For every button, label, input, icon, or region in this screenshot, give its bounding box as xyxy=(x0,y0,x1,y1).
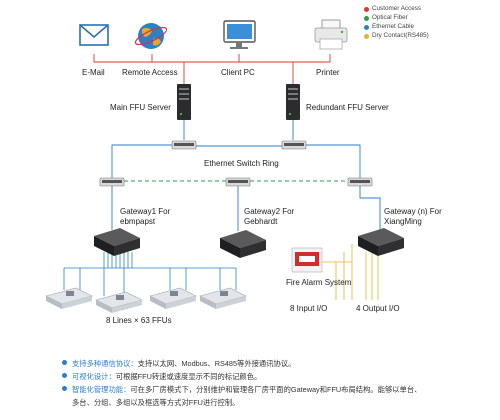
ffu-unit-3 xyxy=(149,287,197,309)
gateway-uplinks xyxy=(111,186,381,231)
gateway1-label-line2: ebmpapst xyxy=(120,217,156,226)
ffu-unit-4 xyxy=(199,287,247,309)
bullet-icon xyxy=(62,360,67,365)
legend-item-optical-fiber: Optical Fiber xyxy=(364,14,408,22)
ffu-unit-1 xyxy=(45,287,93,309)
note-key: 支持多种通信协议： xyxy=(72,359,138,368)
note-smart-management-cont: 多台、分组、多组以及框选等方式对FFU进行控制。 xyxy=(62,396,492,409)
ffu-cabling xyxy=(63,252,237,296)
legend-dot xyxy=(364,16,369,21)
gateway1-label-line1: Gateway1 For xyxy=(120,207,171,216)
server-uplinks xyxy=(183,120,294,147)
switch-icon-center xyxy=(225,177,251,187)
switch-ring-lines xyxy=(111,144,361,178)
main-server-icon xyxy=(177,84,191,120)
switch-icon-top-right xyxy=(281,140,307,150)
fire-alarm-label: Fire Alarm System xyxy=(286,278,351,288)
printer-label: Printer xyxy=(316,68,340,77)
fire-alarm-icon xyxy=(291,247,323,273)
redundant-server-icon xyxy=(286,84,300,120)
legend-item-customer-access: Customer Access xyxy=(364,5,421,13)
fire-alarm-label-line1: Fire Alarm xyxy=(286,278,323,287)
monitor-icon xyxy=(223,20,256,49)
switch-ring-label: Ethernet Switch Ring xyxy=(204,159,279,168)
legend-dot xyxy=(364,34,369,39)
switch-icon-top-left xyxy=(171,140,197,150)
legend-label: Ethernet Cable xyxy=(372,23,415,30)
output-io-label: 4 Output I/O xyxy=(356,304,400,313)
ffu-lines-label: 8 Lines × 63 FFUs xyxy=(106,316,172,325)
email-icon xyxy=(79,24,109,46)
gateway2-label-line2: Gebhardt xyxy=(244,217,278,226)
main-server-label: Main FFU Server xyxy=(110,103,171,112)
client-pc-label: Client PC xyxy=(221,68,255,77)
note-key: 智能化管理功能： xyxy=(72,385,131,394)
globe-icon xyxy=(134,23,168,49)
ffu-unit-2 xyxy=(95,291,143,313)
input-io-label: 8 Input I/O xyxy=(290,304,328,313)
dry-contact-lines xyxy=(322,244,379,300)
note-key: 可视化设计： xyxy=(72,372,116,381)
customer-access-lines xyxy=(93,54,331,84)
note-smart-management: 智能化管理功能：可在多厂房模式下，分别维护和管理各厂房平面的Gateway和FF… xyxy=(62,383,492,396)
note-text: 可在多厂房模式下，分别维护和管理各厂房平面的Gateway和FFU布局结构。能够… xyxy=(130,385,422,394)
legend-dot xyxy=(364,7,369,12)
legend-item-dry-contact: Dry Contact(RS485) xyxy=(364,32,429,40)
note-text: 可根据FFU转速或速度显示不同的标记颜色。 xyxy=(115,372,262,381)
email-label: E-Mail xyxy=(82,68,105,77)
note-protocols: 支持多种通信协议：支持以太网、Modbus、RS485等外接通讯协议。 xyxy=(62,357,492,370)
feature-notes: 支持多种通信协议：支持以太网、Modbus、RS485等外接通讯协议。 可视化设… xyxy=(62,357,492,409)
note-visual-design: 可视化设计：可根据FFU转速或速度显示不同的标记颜色。 xyxy=(62,370,492,383)
gateway2-label-line1: Gateway2 For xyxy=(244,207,295,216)
gateway-n-label-line2: XiangMing xyxy=(384,217,422,226)
gateway2-icon xyxy=(220,230,266,258)
fire-alarm-label-line2: System xyxy=(324,278,352,287)
redundant-server-label: Redundant FFU Server xyxy=(306,103,389,112)
legend-label: Dry Contact(RS485) xyxy=(372,32,429,39)
legend-dot xyxy=(364,25,369,30)
gateway1-icon xyxy=(94,228,140,256)
bullet-icon xyxy=(62,373,67,378)
note-text: 支持以太网、Modbus、RS485等外接通讯协议。 xyxy=(137,359,296,368)
remote-access-label: Remote Access xyxy=(122,68,178,77)
note-text: 多台、分组、多组以及框选等方式对FFU进行控制。 xyxy=(72,398,240,407)
switch-icon-right xyxy=(347,177,373,187)
switch-icon-left xyxy=(99,177,125,187)
printer-icon xyxy=(314,19,348,50)
legend-item-ethernet-cable: Ethernet Cable xyxy=(364,23,415,31)
bullet-icon xyxy=(62,386,67,391)
legend-label: Optical Fiber xyxy=(372,14,408,21)
legend-label: Customer Access xyxy=(372,5,421,12)
gateway-n-icon xyxy=(358,228,404,256)
gateway-n-label-line1: Gateway (n) For xyxy=(384,207,442,216)
